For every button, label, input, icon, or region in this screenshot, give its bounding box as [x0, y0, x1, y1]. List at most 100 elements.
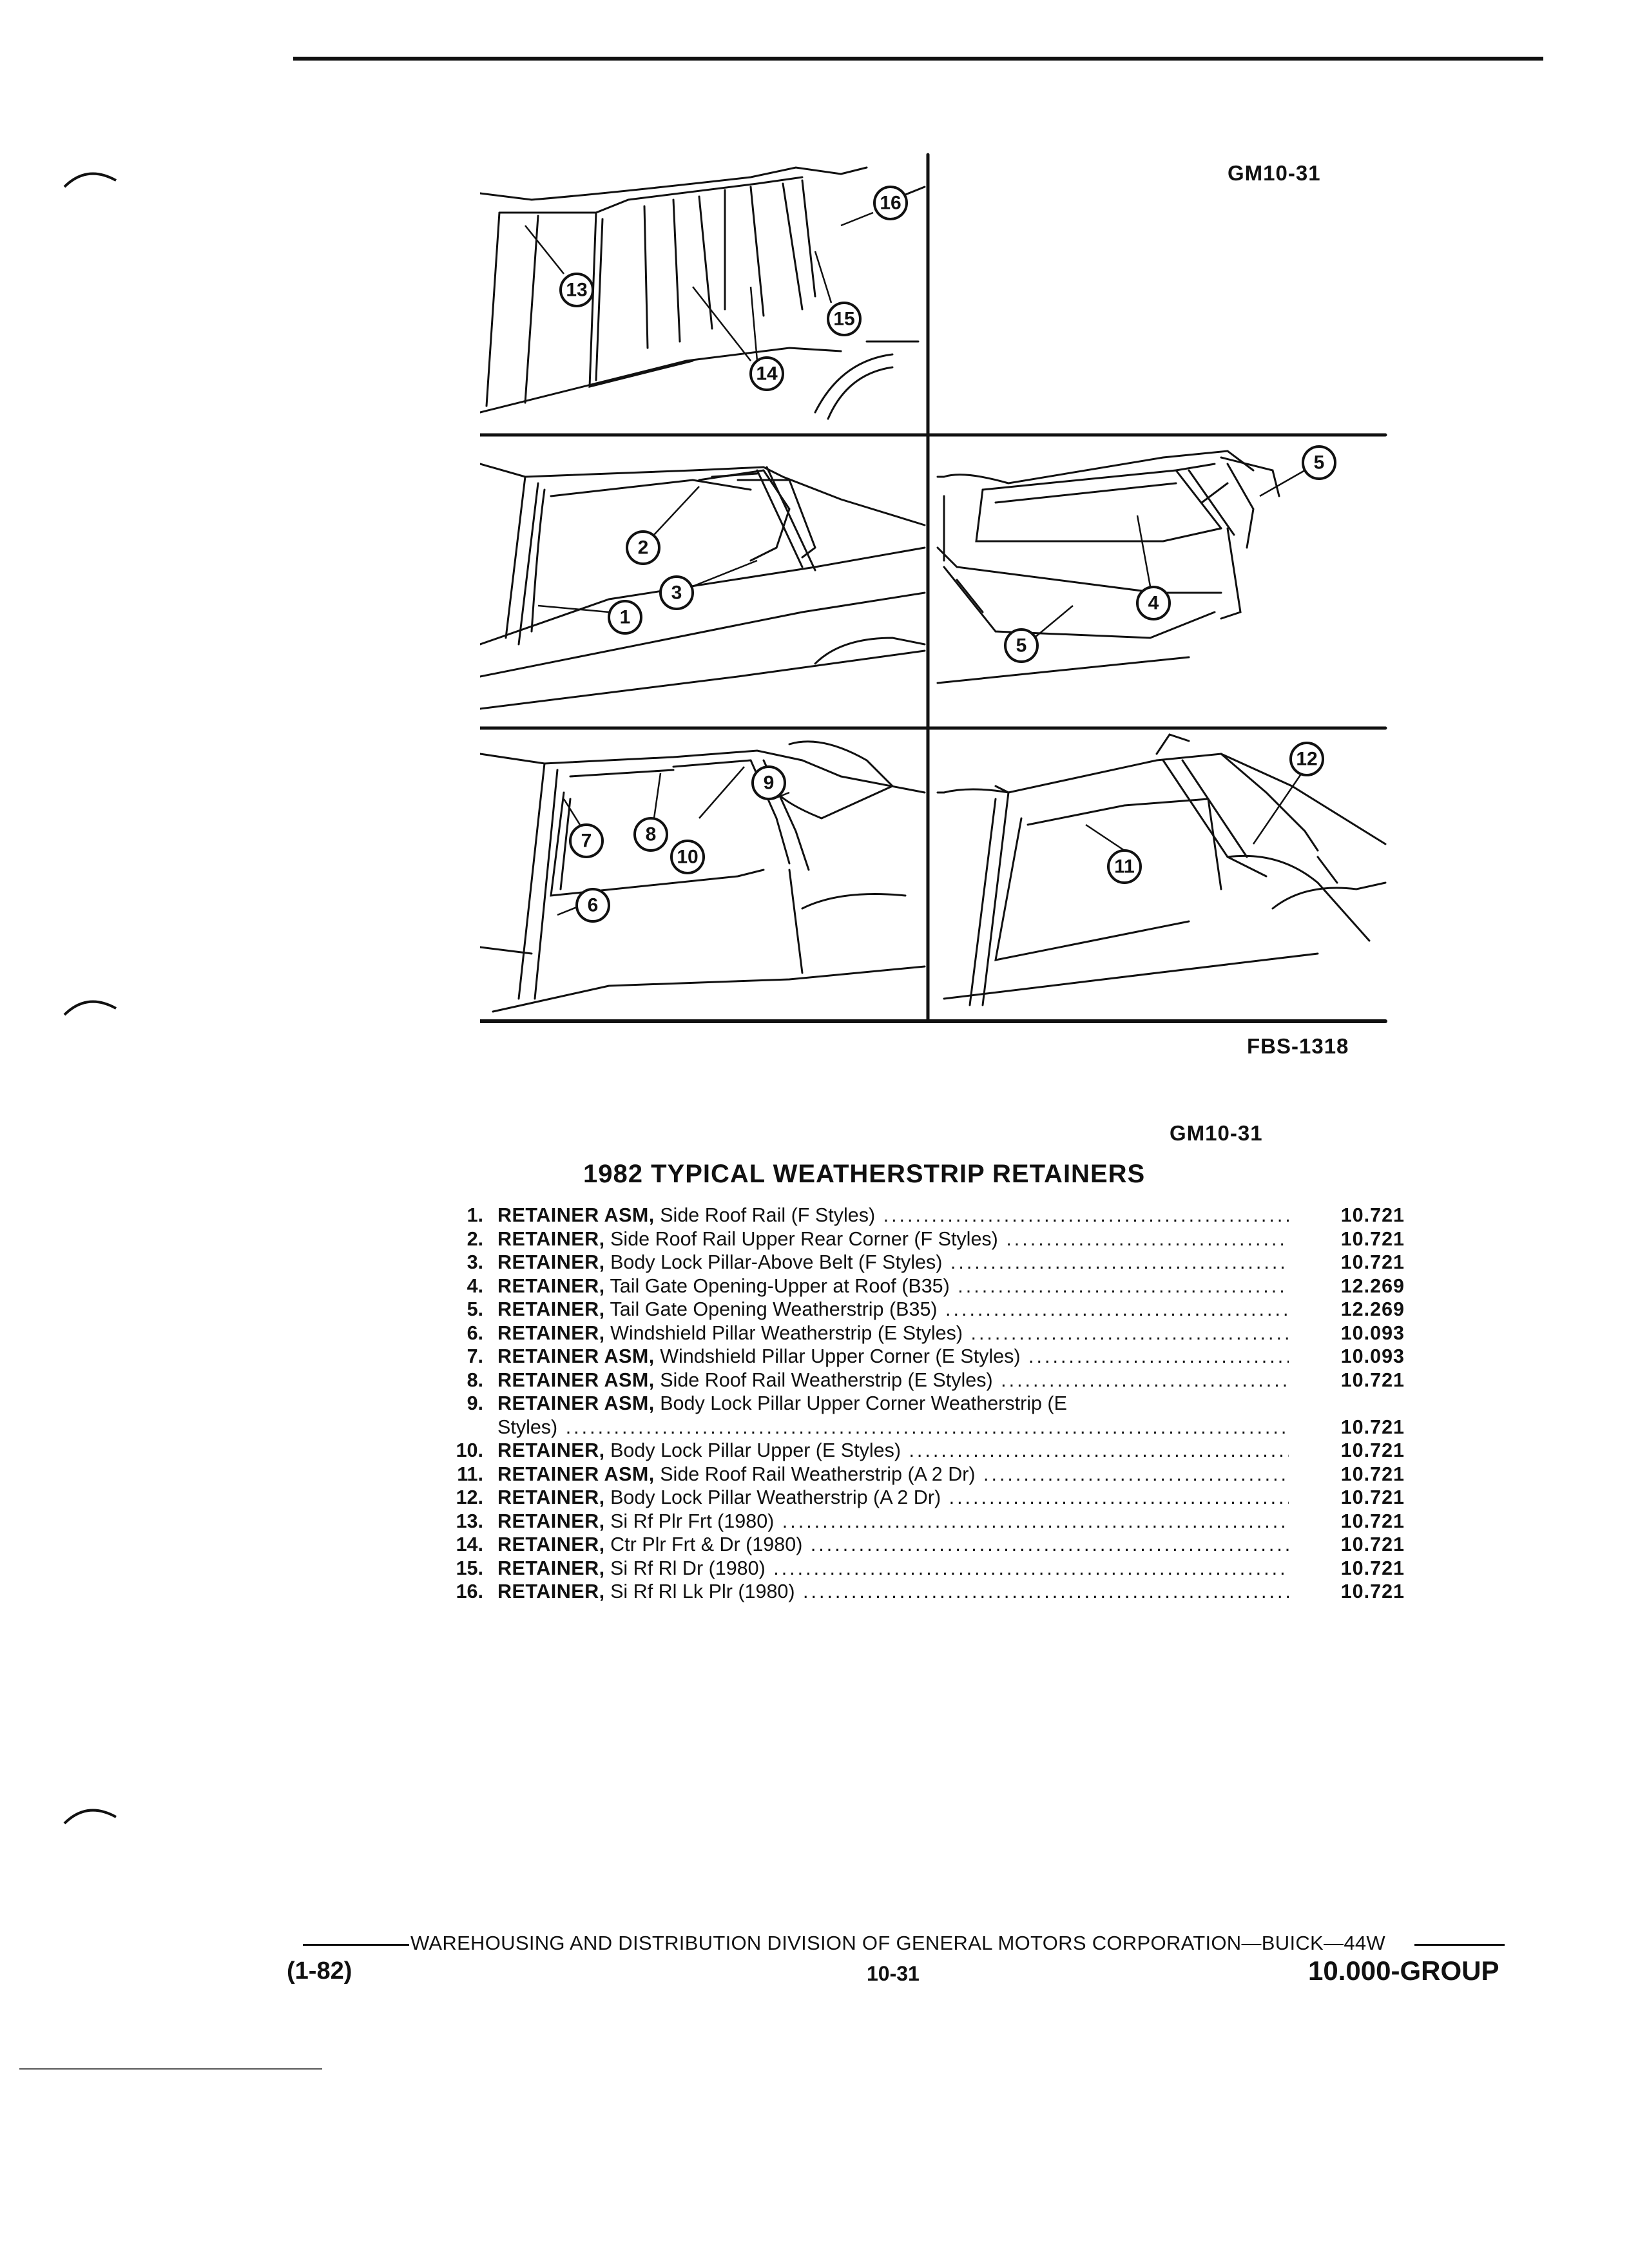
dot-leader: ........................................… [1001, 1369, 1289, 1391]
item-detail: Body Lock Pillar Upper Corner Weatherstr… [660, 1392, 1067, 1414]
item-description: RETAINER ASM, Windshield Pillar Upper Co… [497, 1345, 1289, 1369]
svg-text:6: 6 [588, 895, 599, 916]
item-detail: Si Rf Rl Lk Plr (1980) [610, 1581, 795, 1602]
item-description: RETAINER, Side Roof Rail Upper Rear Corn… [497, 1227, 1289, 1251]
item-description: RETAINER, Body Lock Pillar-Above Belt (F… [497, 1251, 1289, 1274]
callout-14: 14 [749, 356, 784, 391]
item-description: RETAINER, Si Rf Plr Frt (1980) .........… [497, 1510, 1289, 1533]
callout-7: 7 [569, 823, 604, 858]
item-number: 1. [467, 1204, 483, 1226]
item-description: RETAINER, Windshield Pillar Weatherstrip… [497, 1321, 1289, 1345]
item-detail: Windshield Pillar Upper Corner (E Styles… [660, 1345, 1021, 1367]
dot-leader: ........................................… [945, 1298, 1289, 1320]
item-part-name: RETAINER, [497, 1533, 605, 1555]
item-value: 10.721 [1340, 1557, 1405, 1579]
item-value: 10.721 [1340, 1486, 1405, 1508]
item-detail: Body Lock Pillar-Above Belt (F Styles) [610, 1251, 943, 1273]
item-description: Styles) ................................… [497, 1416, 1289, 1439]
svg-text:3: 3 [671, 582, 682, 604]
list-item: 12. RETAINER, Body Lock Pillar Weatherstr… [432, 1486, 1405, 1510]
callout-8: 8 [633, 817, 668, 852]
list-item: 1.RETAINER ASM, Side Roof Rail (F Styles… [432, 1204, 1405, 1227]
figure-code-top: GM10-31 [1228, 161, 1321, 185]
dot-leader: ........................................… [810, 1533, 1289, 1555]
item-value: 10.721 [1340, 1251, 1405, 1273]
list-item: 5. RETAINER, Tail Gate Opening Weatherstr… [432, 1298, 1405, 1321]
item-value: 10.093 [1340, 1345, 1405, 1367]
item-number: 15. [456, 1557, 483, 1579]
item-value: 10.721 [1340, 1510, 1405, 1532]
item-number: 16. [456, 1581, 483, 1602]
item-number: 9. [467, 1392, 483, 1414]
item-detail: Styles) [497, 1416, 558, 1438]
item-part-name: RETAINER, [497, 1486, 605, 1508]
item-number: 12. [456, 1486, 483, 1508]
item-description: RETAINER, Ctr Plr Frt & Dr (1980) ......… [497, 1533, 1289, 1557]
svg-text:8: 8 [646, 824, 657, 845]
item-value: 10.721 [1340, 1416, 1405, 1438]
list-item: 8. RETAINER ASM, Side Roof Rail Weatherst… [432, 1369, 1405, 1392]
dot-leader: ........................................… [1028, 1345, 1289, 1367]
svg-text:14: 14 [756, 363, 778, 385]
footer-rule-left [303, 1944, 409, 1946]
list-title: 1982 TYPICAL WEATHERSTRIP RETAINERS [583, 1160, 1146, 1188]
margin-mark-bottom [63, 1809, 117, 1825]
dot-leader: ........................................… [970, 1321, 1289, 1344]
svg-text:2: 2 [638, 537, 649, 559]
item-description: RETAINER, Tail Gate Opening Weatherstrip… [497, 1298, 1289, 1321]
item-description: RETAINER, Tail Gate Opening-Upper at Roo… [497, 1274, 1289, 1298]
svg-text:9: 9 [764, 773, 775, 794]
item-number: 4. [467, 1274, 483, 1297]
item-part-name: RETAINER ASM, [497, 1369, 655, 1391]
dot-leader: ........................................… [1006, 1227, 1289, 1250]
item-value: 10.721 [1340, 1463, 1405, 1485]
dot-leader: ........................................… [803, 1581, 1289, 1602]
callout-5-right: 5 [1302, 445, 1336, 480]
list-item: 4. RETAINER, Tail Gate Opening-Upper at R… [432, 1274, 1405, 1298]
list-item: 9. RETAINER ASM, Body Lock Pillar Upper C… [432, 1392, 1405, 1416]
svg-text:13: 13 [566, 280, 587, 301]
item-value: 10.721 [1340, 1439, 1405, 1461]
item-detail: Tail Gate Opening Weatherstrip (B35) [610, 1298, 938, 1320]
svg-text:5: 5 [1016, 635, 1027, 657]
footer-page-number: 10-31 [867, 1962, 920, 1985]
item-number: 8. [467, 1369, 483, 1391]
svg-text:1: 1 [620, 607, 631, 628]
svg-text:15: 15 [833, 309, 854, 330]
list-item: 3.RETAINER, Body Lock Pillar-Above Belt … [432, 1251, 1405, 1274]
item-description: RETAINER ASM, Side Roof Rail Weatherstri… [497, 1463, 1289, 1486]
list-item: 2. RETAINER, Side Roof Rail Upper Rear Co… [432, 1227, 1405, 1251]
svg-text:10: 10 [677, 847, 698, 868]
item-value: 12.269 [1340, 1274, 1405, 1297]
item-value: 10.721 [1340, 1204, 1405, 1226]
callout-12: 12 [1289, 742, 1324, 776]
callout-1: 1 [608, 600, 642, 635]
dot-leader: ........................................… [950, 1251, 1289, 1273]
item-part-name: RETAINER ASM, [497, 1392, 655, 1414]
item-part-name: RETAINER, [497, 1557, 605, 1579]
list-item: 13.RETAINER, Si Rf Plr Frt (1980) ......… [432, 1510, 1405, 1533]
footer-group: 10.000-GROUP [1308, 1956, 1499, 1986]
list-item: 15. RETAINER, Si Rf Rl Dr (1980) ........… [432, 1557, 1405, 1581]
list-item: 7.RETAINER ASM, Windshield Pillar Upper … [432, 1345, 1405, 1369]
callout-11: 11 [1107, 849, 1142, 884]
callout-5-left: 5 [1004, 628, 1039, 663]
item-part-name: RETAINER ASM, [497, 1345, 655, 1367]
callout-16: 16 [873, 186, 908, 220]
list-item: 14.RETAINER, Ctr Plr Frt & Dr (1980) ...… [432, 1533, 1405, 1557]
callout-2: 2 [626, 530, 660, 565]
item-detail: Side Roof Rail Weatherstrip (E Styles) [660, 1369, 993, 1391]
svg-text:11: 11 [1114, 856, 1135, 878]
item-number: 5. [467, 1298, 483, 1320]
illustration-svg: 13 14 15 16 1 2 3 4 5 5 6 7 8 9 10 11 12 [480, 153, 1387, 1023]
item-detail: Side Roof Rail Weatherstrip (A 2 Dr) [660, 1463, 976, 1485]
item-part-name: RETAINER, [497, 1251, 605, 1273]
item-description: RETAINER, Body Lock Pillar Weatherstrip … [497, 1486, 1289, 1510]
callout-10: 10 [670, 840, 705, 874]
footer-date: (1-82) [287, 1957, 352, 1984]
item-description: RETAINER, Si Rf Rl Dr (1980) ...........… [497, 1557, 1289, 1581]
callout-9: 9 [751, 765, 786, 800]
item-value: 10.721 [1340, 1227, 1405, 1250]
item-number: 2. [467, 1227, 483, 1250]
item-description: RETAINER ASM, Body Lock Pillar Upper Cor… [497, 1392, 1289, 1416]
